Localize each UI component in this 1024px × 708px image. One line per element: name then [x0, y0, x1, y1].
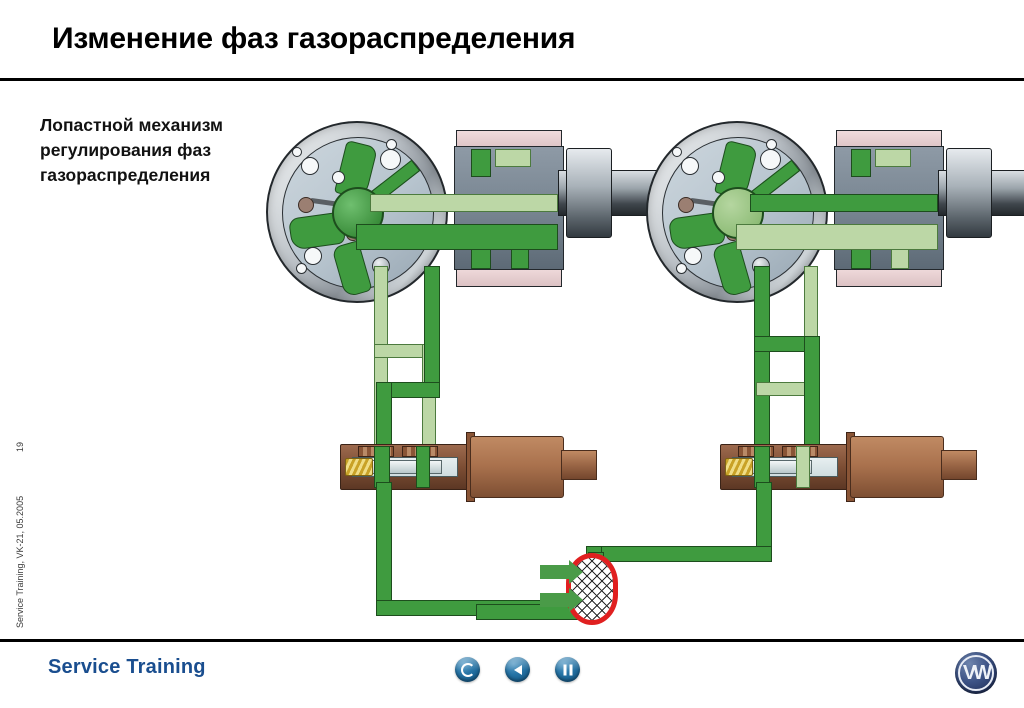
rotor-hole	[672, 147, 682, 157]
logo-text: VW	[962, 661, 992, 684]
valve-port	[796, 446, 810, 488]
rotor-hole	[681, 157, 699, 175]
camshaft-collar	[566, 148, 612, 238]
solenoid-connector	[941, 450, 977, 480]
rotor-hole	[380, 149, 401, 170]
oil-passage	[471, 149, 491, 177]
previous-icon	[513, 664, 522, 675]
diagram-caption: Лопастной механизм регулирования фаз газ…	[40, 115, 223, 185]
pause-button[interactable]	[555, 657, 580, 682]
replay-icon	[460, 662, 475, 677]
valve-port	[416, 446, 430, 488]
rotor-hole	[296, 263, 307, 274]
pressure-oil-pipe	[424, 266, 440, 396]
rotor-hole	[304, 247, 322, 265]
pressure-oil-channel	[750, 194, 938, 212]
oil-feed-arrow	[540, 588, 583, 612]
valve-spring	[725, 458, 753, 476]
main-oil-channel	[736, 224, 938, 250]
footer-divider	[0, 639, 1024, 642]
right-adjuster-unit	[476, 86, 1024, 638]
replay-button[interactable]	[455, 657, 480, 682]
rotor-hole	[766, 139, 777, 150]
rotor-hole	[712, 171, 725, 184]
volkswagen-logo: VW	[955, 652, 997, 694]
playback-controls	[455, 657, 580, 682]
oil-passage	[851, 149, 871, 177]
footer-brand: Service Training	[48, 656, 206, 678]
rotor-hole	[332, 171, 345, 184]
page-title: Изменение фаз газораспределения	[52, 22, 576, 55]
solenoid-coil	[470, 436, 564, 498]
rotor-hole	[676, 263, 687, 274]
camshaft-collar	[946, 148, 992, 238]
rotor-hole	[301, 157, 319, 175]
supply-oil-pipe	[376, 482, 392, 616]
oil-passage	[875, 149, 911, 167]
rotor-hole	[292, 147, 302, 157]
rotor-pin	[678, 197, 694, 213]
solenoid-coil	[850, 436, 944, 498]
previous-button[interactable]	[505, 657, 530, 682]
header-divider	[0, 78, 1024, 81]
vane-rotor-disc	[646, 121, 828, 303]
pressure-oil-pipe	[804, 336, 820, 458]
valve-spring	[345, 458, 373, 476]
supply-oil-pipe	[586, 546, 772, 562]
oil-passage	[495, 149, 531, 167]
pause-icon	[563, 664, 572, 675]
rotor-hole	[684, 247, 702, 265]
pressure-oil-pipe	[754, 266, 770, 458]
rotor-hole	[760, 149, 781, 170]
return-oil-channel	[370, 194, 558, 212]
housing-flange-bottom	[836, 267, 942, 287]
camshaft-adjuster-diagram	[0, 86, 1024, 638]
rotor-hole	[386, 139, 397, 150]
solenoid-connector	[561, 450, 597, 480]
oil-feed-arrow	[540, 560, 583, 584]
main-oil-channel	[356, 224, 558, 250]
housing-flange-bottom	[456, 267, 562, 287]
rotor-pin	[298, 197, 314, 213]
vane-rotor-disc	[266, 121, 448, 303]
